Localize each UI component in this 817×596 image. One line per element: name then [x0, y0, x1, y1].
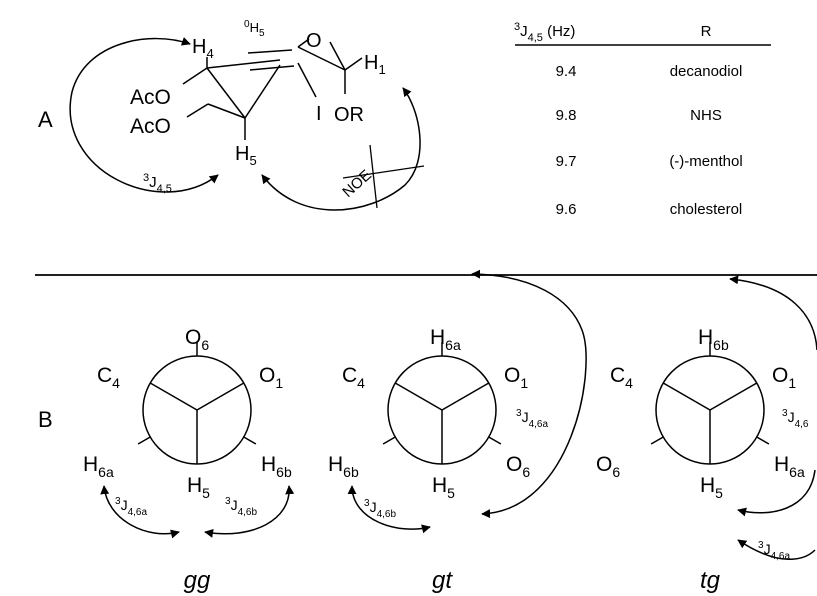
- front-bond: [441, 382, 490, 411]
- panel-a-label: A: [38, 107, 53, 132]
- double-bond-bottom: [249, 65, 295, 71]
- atom-h4: H4: [192, 36, 214, 61]
- coupling-label-j45: 3J4,5: [143, 172, 172, 195]
- substituent-c4: C4: [97, 364, 120, 391]
- atom-oh5: 0H5: [244, 19, 265, 39]
- table-header-r: R: [701, 23, 712, 40]
- substituent-h5: H5: [187, 474, 210, 501]
- table-cell-j: 9.7: [556, 153, 577, 170]
- coupling-label-j46a: 3J4,6a: [758, 540, 790, 562]
- noe-strike-line-1: [342, 165, 425, 179]
- atom-iodo: I: [316, 103, 322, 125]
- atom-or: OR: [334, 104, 364, 126]
- substituent-o1: O1: [504, 364, 528, 391]
- table-cell-j: 9.4: [556, 63, 577, 80]
- coupling-arrow-h4-h5: [69, 37, 219, 193]
- coupling-arrow-j46b: [347, 485, 431, 534]
- bond-c2-c1: [297, 46, 346, 71]
- panel-b-label: B: [38, 407, 53, 432]
- table-cell-r: decanodiol: [670, 63, 743, 80]
- substituent-top: O6: [185, 326, 209, 353]
- coupling-arrow-j46a-lower: [737, 539, 816, 560]
- coupling-label-j46b: 3J4,6b: [225, 496, 257, 518]
- atom-h5: H5: [235, 143, 257, 168]
- table-cell-r: NHS: [690, 107, 722, 124]
- substituent-lower-left: O6: [596, 453, 620, 480]
- table-header-j45: 3J4,5 (Hz): [514, 21, 575, 44]
- substituent-top: H6a: [430, 326, 461, 353]
- panel-a: A H4 0H5 O H1 AcO AcO I OR H5: [38, 19, 425, 211]
- bond-c5-c2: [244, 64, 281, 119]
- table-cell-j: 9.6: [556, 201, 577, 218]
- rear-bond: [382, 436, 396, 445]
- table-cell-j: 9.8: [556, 107, 577, 124]
- atom-aco-c4: AcO: [130, 86, 171, 109]
- coupling-label-j46: 3J4,6: [782, 408, 809, 430]
- atom-aco-c6: AcO: [130, 115, 171, 138]
- bond-c6-oac: [186, 103, 209, 118]
- noe-arrow-h5-h1: [261, 87, 421, 211]
- rear-bond: [650, 436, 664, 445]
- coupling-label-j46a: 3J4,6a: [516, 408, 548, 430]
- substituent-lower-left: H6a: [83, 453, 114, 480]
- atom-ring-oxygen: O: [306, 30, 322, 52]
- noe-label: NOE: [339, 167, 375, 201]
- bond-c4-c3: [206, 59, 281, 69]
- coupling-label-j46b: 3J4,6b: [364, 498, 396, 520]
- coupling-arrow-j46a: [100, 485, 180, 539]
- conformer-name: gg: [184, 567, 211, 594]
- table-rows: 9.4 decanodiol 9.8 NHS 9.7 (-)-menthol 9.6 chol…: [556, 63, 743, 218]
- rear-bond: [137, 436, 151, 445]
- rear-bond: [756, 436, 770, 445]
- substituent-lower-right: H6b: [261, 453, 292, 480]
- bond-c2-o: [297, 38, 310, 48]
- substituent-c4: C4: [610, 364, 633, 391]
- substituent-lower-right: O6: [506, 453, 530, 480]
- substituent-h5: H5: [700, 474, 723, 501]
- coupling-label-j46a: 3J4,6a: [115, 496, 147, 518]
- front-bond: [394, 382, 443, 411]
- rear-bond: [243, 436, 257, 445]
- conformer-name: tg: [700, 567, 721, 594]
- substituent-o1: O1: [772, 364, 796, 391]
- substituent-o1: O1: [259, 364, 283, 391]
- substituent-lower-left: H6b: [328, 453, 359, 480]
- front-bond: [709, 382, 758, 411]
- substituent-top: H6b: [698, 326, 729, 353]
- front-bond: [662, 382, 711, 411]
- conformer-name: gt: [432, 567, 453, 594]
- substituent-h5: H5: [432, 474, 455, 501]
- double-bond-top: [247, 49, 293, 54]
- bond-c2-i: [297, 62, 317, 98]
- front-bond: [196, 382, 245, 411]
- coupling-arrow-j46b: [204, 485, 295, 538]
- coupling-arrow-j46a: [471, 269, 587, 519]
- coupling-table: 3J4,5 (Hz) R 9.4 decanodiol 9.8 NHS 9.7 (-)-m…: [514, 21, 771, 218]
- noe-strike-line-2: [369, 144, 378, 209]
- coupling-arrow-j46a-upper: [737, 469, 816, 517]
- bond-c4-oac: [182, 67, 208, 85]
- bond-o-c1: [329, 41, 346, 71]
- rear-bond: [488, 436, 502, 445]
- table-cell-r: (-)-menthol: [669, 153, 742, 170]
- bond-c1-h1: [344, 57, 363, 71]
- coupling-arrow-j46: [729, 275, 817, 351]
- substituent-c4: C4: [342, 364, 365, 391]
- atom-h1: H1: [364, 52, 386, 77]
- front-bond: [149, 382, 198, 411]
- substituent-lower-right: H6a: [774, 453, 805, 480]
- table-cell-r: cholesterol: [670, 201, 743, 218]
